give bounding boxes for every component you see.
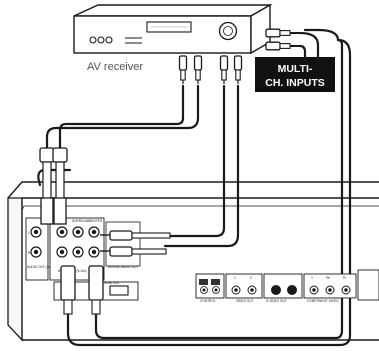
multi-ch-inputs-badge: MULTI- CH. INPUTS <box>255 57 335 92</box>
svg-text:L: L <box>28 231 30 235</box>
receiver-side-plugs <box>265 28 300 51</box>
player-surround-plugs <box>60 265 104 315</box>
volume-knob-icon <box>218 21 238 41</box>
player-center-sub-plugs <box>100 230 171 257</box>
component-video-label: COMPONENT VIDEO <box>307 299 339 303</box>
receiver-label: AV receiver <box>87 61 143 73</box>
svg-text:R: R <box>28 251 31 255</box>
svg-text:Pr: Pr <box>343 276 347 280</box>
cables <box>37 28 352 347</box>
control-label: CONTROL <box>200 299 216 303</box>
svg-text:Pb: Pb <box>326 276 330 280</box>
av-receiver: AV receiver <box>73 3 273 73</box>
svg-text:SURROUND: SURROUND <box>72 219 91 223</box>
svg-text:1: 1 <box>234 276 236 280</box>
svg-text:2: 2 <box>250 276 252 280</box>
player-audio-plugs <box>39 147 68 225</box>
digital-audio-out-label: DIGITAL AUDIO OUT <box>108 265 139 269</box>
hdmi-port-icon <box>109 285 129 296</box>
audio-out-2ch-label: AUDIO OUT (2ch) <box>27 265 53 269</box>
badge-line2: CH. INPUTS <box>265 77 325 89</box>
badge-line1: MULTI- <box>278 63 313 75</box>
svg-text:CENTER: CENTER <box>89 219 103 223</box>
hdmi-out-label: HDMI OUT <box>104 281 120 285</box>
receiver-input-plugs <box>178 55 243 85</box>
video-out-label: VIDEO OUT <box>236 299 254 303</box>
s-video-out-label: S-VIDEO OUT <box>266 299 287 303</box>
svg-text:Y: Y <box>311 276 314 280</box>
